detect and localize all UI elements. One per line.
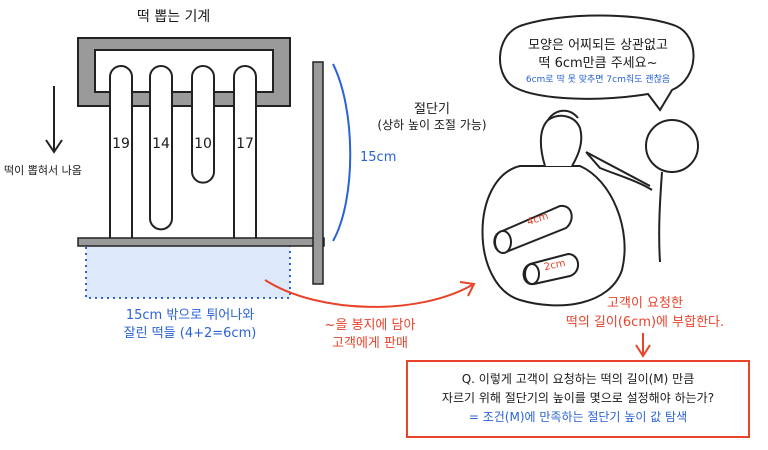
height-bracket [332,63,352,242]
cutter-label-line1: 절단기 [414,102,450,117]
side-label: 떡이 뽑혀서 나옴 [4,164,82,177]
rice-cake-label-10: 10 [194,136,212,152]
speech-note: 6cm로 딱 못 맞추면 7cm줘도 괜찮음 [525,75,671,85]
customer-arm [585,151,653,191]
cutter-bar [77,237,325,247]
speech-bubble [499,14,695,112]
rice-cake-label-17: 17 [236,136,254,152]
speech-line2: 떡 6cm만큼 주세요~ [538,56,658,71]
bag-label-line2: 고객에게 판매 [332,336,408,351]
red-arrow [264,279,476,308]
bag-piece-small-end [524,263,540,285]
rice-cake-label-14: 14 [152,136,170,152]
customer-head [645,119,699,173]
height-label: 15cm [360,150,397,165]
bag-piece-large-end [494,230,512,254]
bag-neck [539,114,583,167]
rice-cake-17 [233,65,257,266]
red-down-arrow [635,333,651,358]
bag-body [481,165,626,307]
question-box: Q. 이렇게 고객이 요청하는 떡의 길이(M) 만큼 자르기 위해 절단기의 … [406,360,750,438]
rice-cake-14 [149,65,173,231]
question-line3: = 조건(M)에 만족하는 절단기 높이 값 탐색 [468,410,688,424]
match-label-line1: 고객이 요청한 [607,296,683,311]
speech-line1: 모양은 어찌되든 상관없고 [528,38,668,53]
cutter-post [312,61,324,285]
cutter-label-line2: (상하 높이 조절 가능) [377,118,487,132]
machine-title: 떡 뽑는 기계 [137,9,211,25]
match-label-line2: 떡의 길이(6cm)에 부합한다. [565,315,725,330]
question-line2: 자르기 위해 절단기의 높이를 몇으로 설정해야 하는가? [441,391,715,405]
bag-knot [547,109,579,121]
cut-label-line1: 15cm 밖으로 튀어나와 [125,308,255,323]
rice-cake-10 [191,65,215,184]
cut-region [85,244,291,299]
bag-label-line1: ~을 봉지에 담아 [324,318,416,333]
customer-body [658,171,663,263]
cut-label-line2: 잘린 떡들 (4+2=6cm) [123,326,257,341]
down-arrow [45,86,63,154]
rice-cake-label-19: 19 [112,136,130,152]
question-line1: Q. 이렇게 고객이 요청하는 떡의 길이(M) 만큼 [461,372,695,386]
